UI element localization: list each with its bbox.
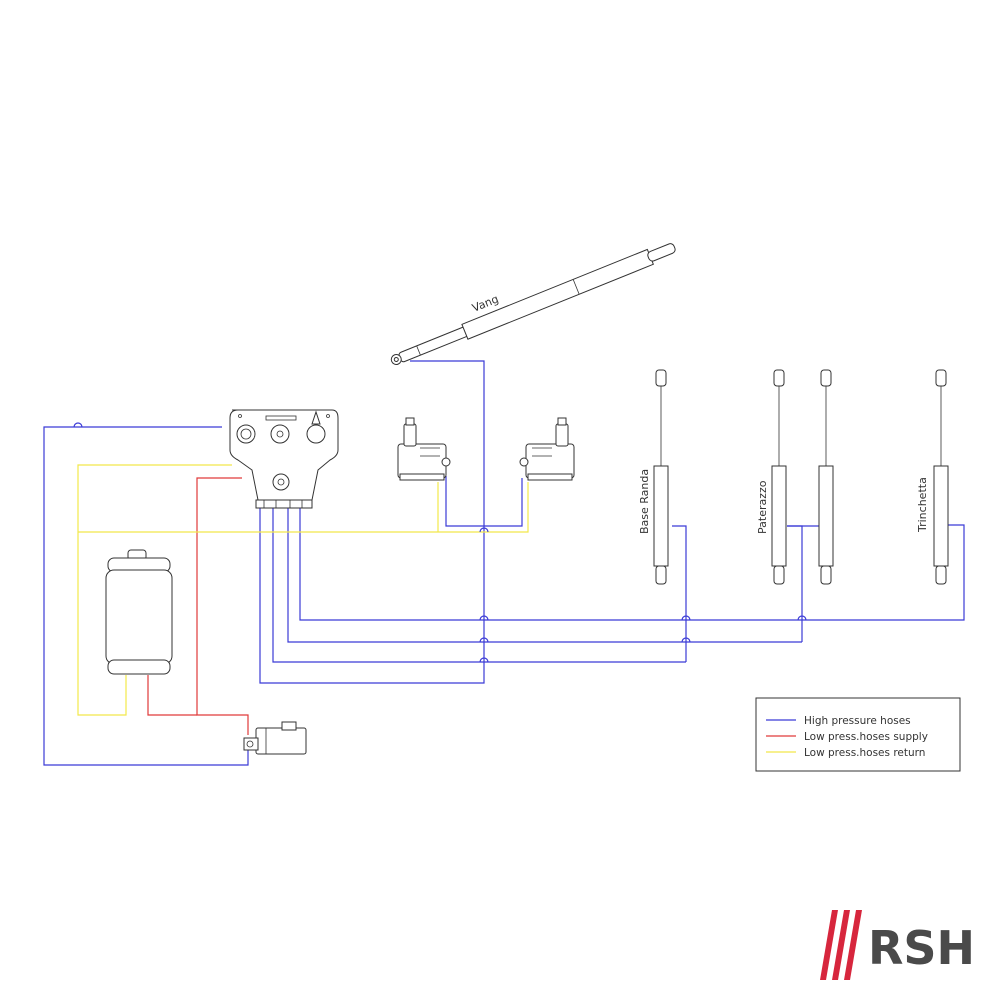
legend-label-high-pressure: High pressure hoses [804, 715, 911, 727]
cylinder-paterazzo-right [818, 369, 834, 585]
logo-text: RSH [868, 921, 975, 975]
control-panel [229, 409, 339, 509]
hp-hose-valves [445, 476, 523, 527]
low-return-hoses [77, 464, 529, 716]
cylinder-trinchetta [933, 369, 949, 585]
rsh-logo: RSH [820, 910, 975, 980]
vang-cylinder [390, 243, 676, 365]
hp-hose-vang [259, 360, 485, 684]
trinchetta-label: Trinchetta [916, 477, 929, 533]
hp-hose-line-3 [287, 508, 802, 643]
cylinder-base-randa [653, 369, 669, 585]
lp-supply-hose-tank [147, 675, 197, 716]
cylinder-paterazzo-left [771, 369, 787, 585]
legend-label-low-return: Low press.hoses return [804, 747, 925, 759]
lp-return-hose-outer [77, 464, 232, 716]
hp-hose-paterazzo [787, 525, 803, 642]
pressure-gauge-icon [236, 424, 256, 444]
low-supply-hoses [147, 477, 249, 735]
legend: High pressure hoses Low press.hoses supp… [755, 697, 961, 772]
hp-hose-base-randa [672, 525, 687, 662]
logo-slashes-icon [820, 910, 862, 980]
lever-icon [306, 424, 326, 444]
hp-hose-line-4 [299, 508, 965, 621]
high-pressure-hoses [43, 360, 965, 766]
valve-right [519, 417, 575, 481]
legend-box [755, 697, 961, 772]
legend-label-low-supply: Low press.hoses supply [804, 731, 928, 743]
selector-knob-icon [270, 424, 290, 444]
hp-hose-pump-loop [43, 426, 249, 766]
base-randa-label: Base Randa [638, 469, 651, 534]
lp-supply-hose-main [196, 477, 249, 735]
oil-tank [105, 549, 173, 675]
valve-left [397, 417, 451, 481]
pump-motor [243, 721, 307, 755]
paterazzo-label: Paterazzo [756, 480, 769, 534]
hp-hose-line-2 [272, 508, 686, 663]
lp-return-hose-horizontal [78, 482, 529, 533]
hose-crossing-marks [73, 422, 807, 663]
